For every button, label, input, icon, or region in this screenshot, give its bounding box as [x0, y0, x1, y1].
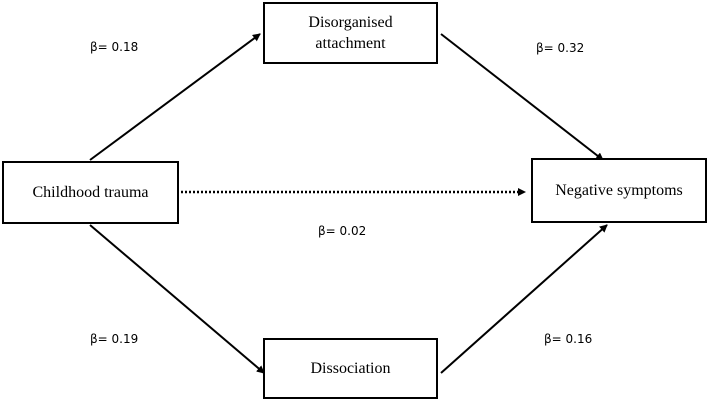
node-label: Disorganised attachment — [308, 14, 393, 52]
coefficient-trauma-dissociation: β= 0.19 — [90, 332, 139, 346]
coefficient-trauma-negative: β= 0.02 — [318, 224, 367, 238]
node-label: Negative symptoms — [555, 182, 683, 199]
arrow-attachment-to-negative — [440, 33, 604, 161]
node-label: Childhood trauma — [32, 184, 149, 201]
coefficient-trauma-attachment: β= 0.18 — [90, 40, 139, 54]
node-label: Dissociation — [310, 360, 391, 377]
node-dissociation: Dissociation — [263, 338, 438, 399]
arrow-trauma-to-attachment — [89, 33, 261, 161]
arrow-trauma-to-dissociation — [89, 224, 265, 374]
coefficient-dissociation-negative: β= 0.16 — [544, 332, 593, 346]
node-disorganised-attachment: Disorganised attachment — [263, 2, 438, 64]
node-childhood-trauma: Childhood trauma — [2, 161, 179, 224]
node-negative-symptoms: Negative symptoms — [531, 158, 707, 223]
coefficient-attachment-negative: β= 0.32 — [536, 41, 585, 55]
arrow-dissociation-to-negative — [440, 224, 608, 374]
